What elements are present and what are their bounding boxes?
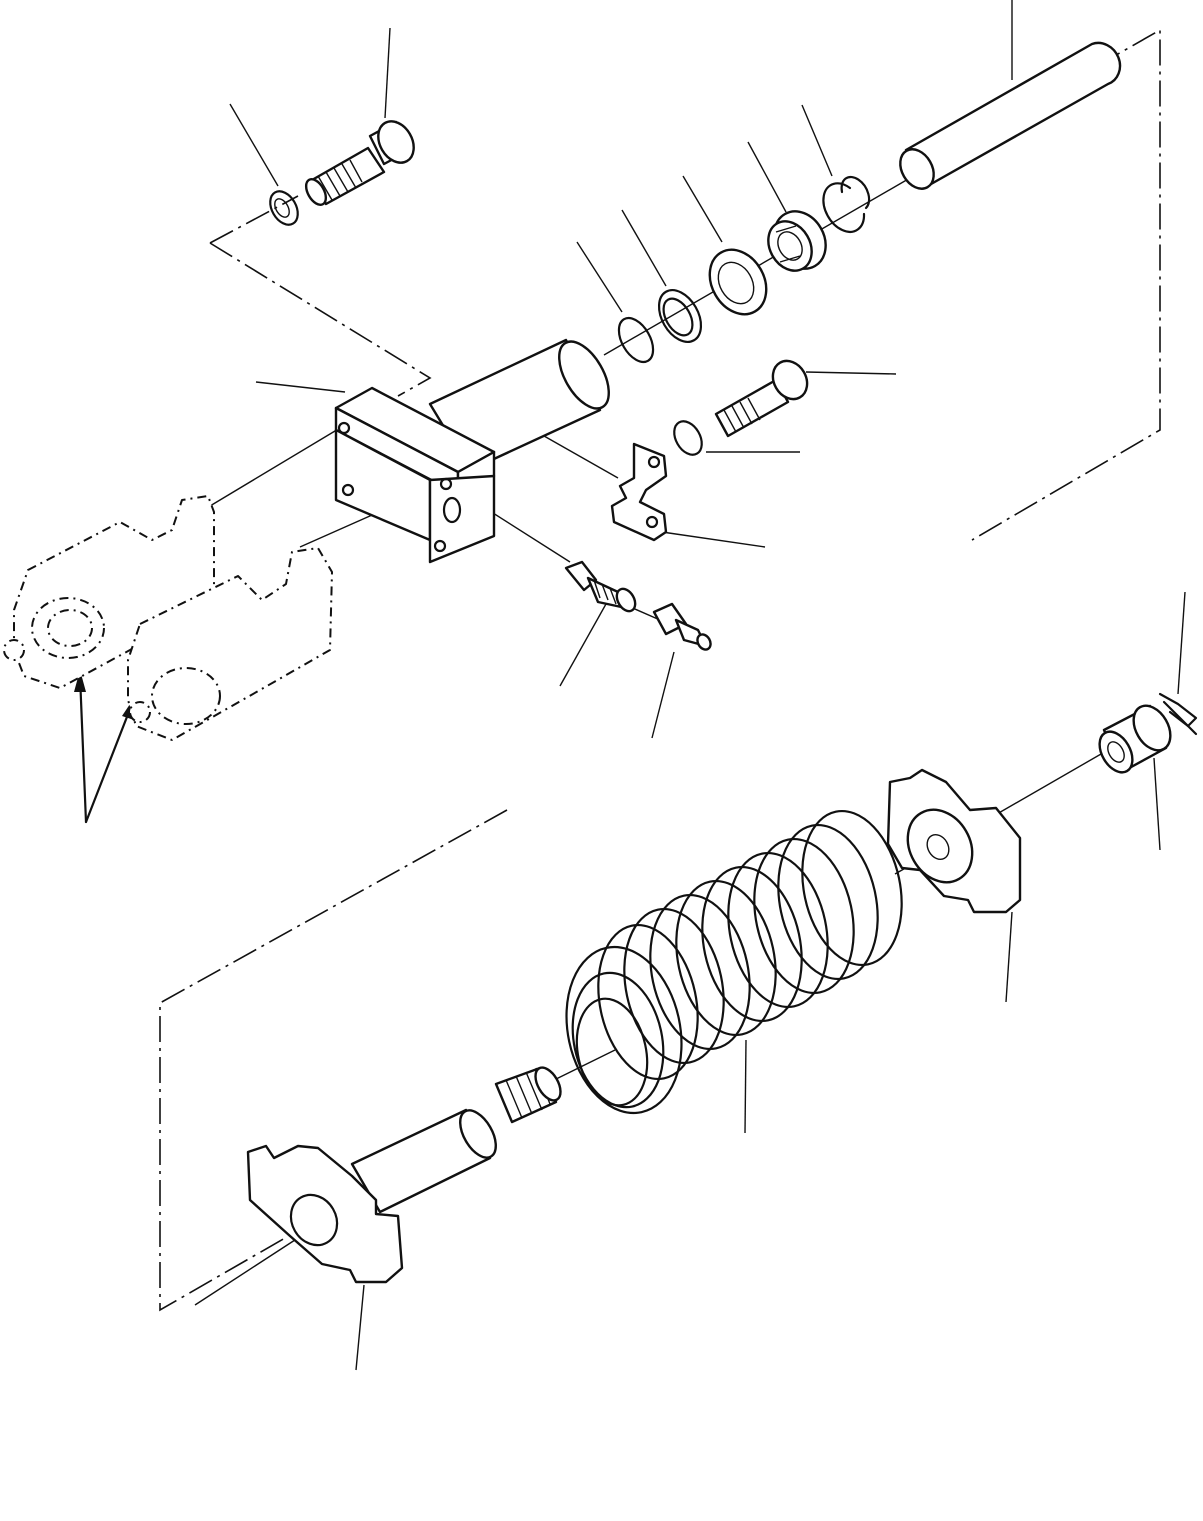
assembly-axis-lines xyxy=(194,177,1109,1306)
cotter-pin xyxy=(1158,692,1198,736)
lower-assembly-boundary xyxy=(159,809,508,1312)
snap-ring-right xyxy=(822,175,871,233)
cylinder-tube xyxy=(899,41,1122,190)
washer-right xyxy=(673,420,703,456)
spring-retainer xyxy=(886,768,1022,914)
seal xyxy=(708,248,768,316)
recoil-spring xyxy=(565,809,903,1115)
bolt-right xyxy=(714,359,809,438)
nut xyxy=(1098,704,1172,774)
yoke-arrows xyxy=(74,670,134,824)
lock-plate xyxy=(610,442,668,542)
backup-ring xyxy=(657,289,703,343)
yoke-block xyxy=(334,386,496,564)
grease-valve xyxy=(564,560,637,613)
snap-ring-upper xyxy=(269,190,299,226)
grease-fitting xyxy=(652,602,712,651)
bolt-upper xyxy=(304,120,415,206)
idler-yokes xyxy=(3,495,333,741)
bushing xyxy=(767,210,827,272)
o-ring xyxy=(617,316,655,364)
upper-assembly-boundary xyxy=(209,28,1161,541)
spring-rod xyxy=(246,1066,562,1284)
leader-lines xyxy=(229,0,1186,1371)
